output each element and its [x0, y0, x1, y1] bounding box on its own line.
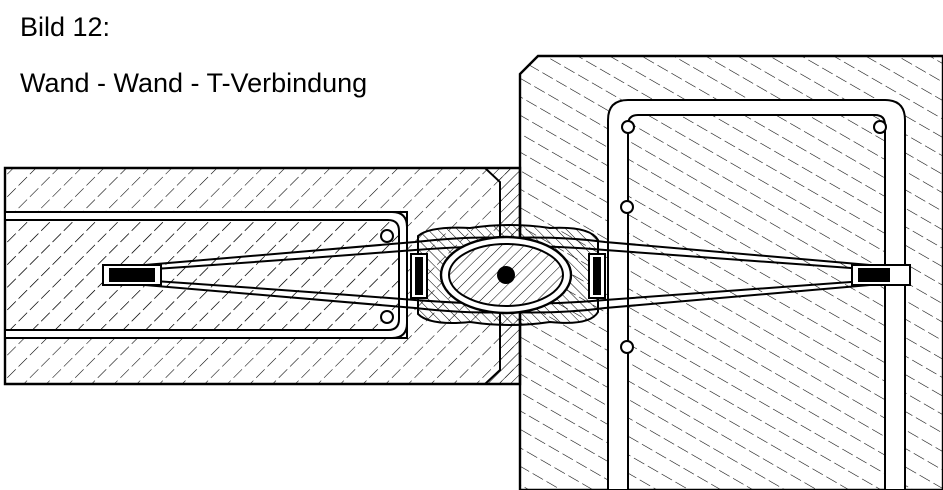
- rope-ferrule-left: [102, 264, 162, 286]
- rope-ferrule-right: [851, 264, 911, 286]
- central-anchor: [439, 235, 573, 315]
- figure-title: Bild 12:: [20, 12, 111, 42]
- left-wall: [3, 166, 522, 386]
- rebar-dots-left: [380, 229, 394, 324]
- right-wall: [518, 54, 943, 490]
- joint-rails: [410, 253, 606, 299]
- rebar-dots-right: [620, 120, 887, 354]
- figure-subtitle: Wand - Wand - T-Verbindung: [20, 68, 368, 98]
